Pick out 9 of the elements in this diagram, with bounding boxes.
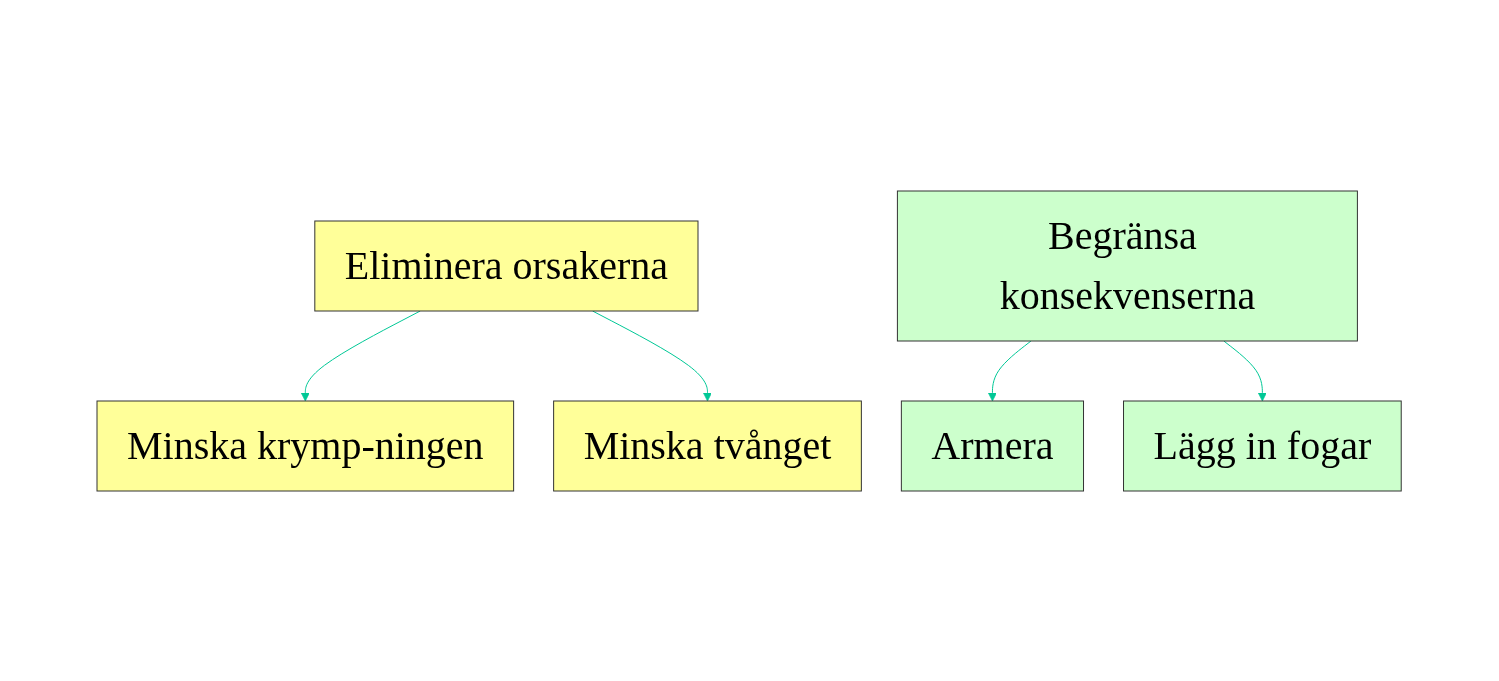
arrow: [592, 310, 713, 401]
node-box: Minska krymp-ningen: [96, 400, 515, 491]
arrow: [988, 340, 1032, 401]
arrow: [1223, 340, 1268, 401]
node-box: Minska tvånget: [553, 400, 863, 491]
node-box: Begränsa konsekvenserna: [897, 190, 1359, 341]
node-box: Lägg in fogar: [1123, 400, 1403, 491]
node-box: Eliminera orsakerna: [314, 220, 699, 311]
node-box: Armera: [901, 400, 1085, 491]
